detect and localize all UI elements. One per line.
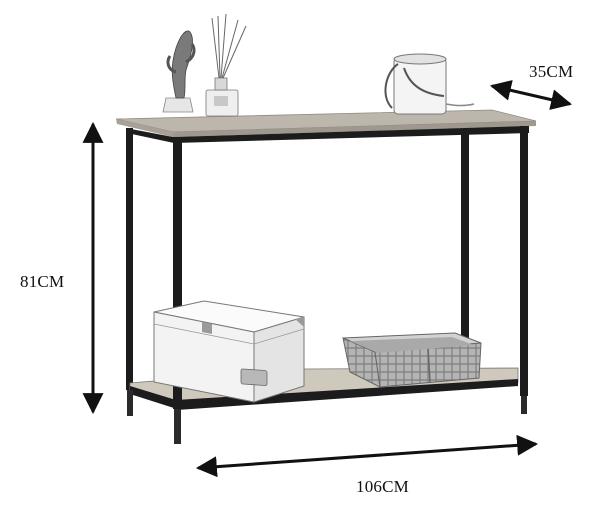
cactus-decor-icon	[162, 30, 196, 113]
width-arrow	[195, 434, 539, 478]
metal-bucket-icon	[384, 53, 475, 115]
width-label: 106CM	[356, 477, 409, 496]
storage-box-icon	[153, 300, 305, 403]
back-left-leg	[126, 128, 133, 390]
tabletop-front-edge	[173, 121, 536, 137]
back-right-leg	[461, 130, 469, 388]
front-left-leg	[173, 137, 182, 409]
top-side-rail	[126, 128, 174, 143]
front-right-foot	[521, 396, 527, 414]
back-left-foot	[127, 390, 133, 416]
tabletop-side-edge	[116, 119, 173, 137]
lower-shelf-side-rail	[130, 386, 177, 409]
wicker-basket-icon	[342, 332, 482, 388]
console-table	[115, 109, 537, 444]
reed-diffuser-icon	[205, 13, 247, 117]
front-right-leg	[520, 126, 528, 396]
depth-arrow	[489, 80, 573, 110]
top-front-rail	[173, 126, 529, 143]
front-left-foot	[174, 409, 181, 444]
depth-label: 35CM	[529, 62, 574, 81]
lower-shelf-front-rail	[176, 379, 518, 410]
dimension-arrows	[82, 80, 573, 478]
height-label: 81CM	[20, 272, 65, 291]
